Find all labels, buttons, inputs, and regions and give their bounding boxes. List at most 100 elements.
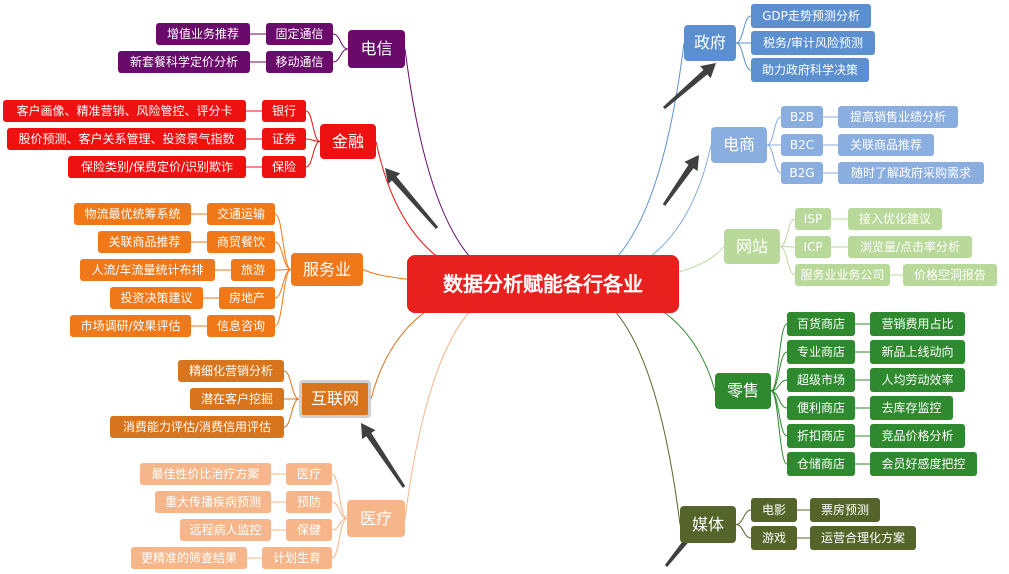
- telecom-link-1: [332, 48, 349, 63]
- medical-detail-prediction[interactable]: 重大传播疾病预测: [155, 491, 271, 513]
- retail-detail-inventory[interactable]: 去库存监控: [870, 396, 953, 420]
- ecom-detail-procurement[interactable]: 随时了解政府采购需求: [838, 162, 984, 184]
- medical-link-1: [331, 501, 348, 519]
- service-link-4: [274, 269, 292, 327]
- web-link-0: [779, 218, 796, 247]
- internet-detail-marketing[interactable]: 精细化营销分析: [178, 360, 284, 382]
- arrow-to-government: [663, 63, 716, 110]
- ecom-detail-sales[interactable]: 提高销售业绩分析: [838, 106, 958, 128]
- gov-detail-tax[interactable]: 税务/审计风险预测: [751, 31, 875, 55]
- retail-sub-discount[interactable]: 折扣商店: [787, 424, 855, 448]
- media-detail-operations[interactable]: 运营合理化方案: [810, 526, 916, 550]
- ecom-sub-b2g[interactable]: B2G: [781, 162, 823, 184]
- link-center-media: [562, 283, 681, 525]
- category-government[interactable]: 政府: [684, 25, 736, 61]
- media-link-0: [735, 509, 752, 525]
- ecom-detail-recommend[interactable]: 关联商品推荐: [838, 134, 934, 156]
- service-sub-realestate[interactable]: 房地产: [219, 287, 275, 309]
- finance-link-2: [305, 141, 321, 168]
- category-website[interactable]: 网站: [724, 229, 780, 264]
- retail-link-5: [770, 390, 788, 465]
- internet-detail-credit[interactable]: 消费能力评估/消费信用评估: [110, 416, 284, 438]
- service-detail-logistics[interactable]: 物流最优统筹系统: [74, 203, 191, 225]
- retail-sub-department[interactable]: 百货商店: [787, 312, 855, 336]
- media-sub-film[interactable]: 电影: [751, 498, 797, 522]
- finance-detail-bank[interactable]: 客户画像、精准营销、风险管控、评分卡: [3, 100, 246, 122]
- web-detail-access[interactable]: 接入优化建议: [848, 208, 942, 230]
- web-detail-traffic[interactable]: 浏览量/点击率分析: [848, 236, 972, 258]
- service-sub-tourism[interactable]: 旅游: [231, 259, 275, 281]
- service-sub-trade[interactable]: 商贸餐饮: [207, 231, 275, 253]
- category-finance[interactable]: 金融: [320, 124, 376, 159]
- category-telecom[interactable]: 电信: [348, 30, 405, 68]
- media-sub-game[interactable]: 游戏: [751, 526, 797, 550]
- category-media[interactable]: 媒体: [680, 506, 736, 543]
- medical-sub-prevention[interactable]: 预防: [286, 491, 332, 513]
- web-sub-isp[interactable]: ISP: [795, 208, 831, 230]
- web-sub-icp[interactable]: ICP: [795, 236, 831, 258]
- finance-sub-insurance[interactable]: 保险: [262, 156, 306, 178]
- service-detail-traffic[interactable]: 人流/车流量统计布排: [80, 259, 215, 281]
- service-link-0: [274, 213, 292, 270]
- medical-sub-familyplanning[interactable]: 计划生育: [262, 547, 332, 569]
- web-link-2: [779, 246, 796, 276]
- retail-sub-supermarket[interactable]: 超级市场: [787, 368, 855, 392]
- category-medical[interactable]: 医疗: [347, 500, 405, 537]
- medical-sub-healthcare[interactable]: 保健: [286, 519, 332, 541]
- retail-detail-efficiency[interactable]: 人均劳动效率: [870, 368, 965, 392]
- service-sub-consulting[interactable]: 信息咨询: [207, 315, 275, 337]
- telecom-link-0: [332, 33, 349, 50]
- retail-detail-new-products[interactable]: 新品上线动向: [870, 340, 965, 364]
- retail-link-2: [770, 379, 788, 392]
- medical-detail-monitoring[interactable]: 远程病人监控: [180, 519, 271, 541]
- retail-sub-warehouse[interactable]: 仓储商店: [787, 452, 855, 476]
- media-detail-boxoffice[interactable]: 票房预测: [810, 498, 880, 522]
- medical-detail-treatment[interactable]: 最佳性价比治疗方案: [140, 463, 271, 485]
- service-link-3: [274, 269, 292, 299]
- telecom-detail-value-added[interactable]: 增值业务推荐: [156, 23, 250, 45]
- retail-detail-competitor-price[interactable]: 竞品价格分析: [870, 424, 965, 448]
- link-center-telecom: [404, 48, 524, 285]
- medical-detail-screening[interactable]: 更精准的筛查结果: [131, 547, 247, 569]
- web-sub-service-company[interactable]: 服务业业务公司: [795, 264, 890, 286]
- telecom-detail-pricing[interactable]: 新套餐科学定价分析: [118, 51, 250, 73]
- gov-detail-gdp[interactable]: GDP走势预测分析: [751, 4, 871, 28]
- central-topic[interactable]: 数据分析赋能各行各业: [407, 255, 679, 313]
- medical-link-0: [331, 473, 348, 519]
- link-center-medical: [404, 283, 524, 519]
- retail-sub-convenience[interactable]: 便利商店: [787, 396, 855, 420]
- ecom-link-2: [766, 144, 782, 174]
- retail-detail-membership[interactable]: 会员好感度把控: [870, 452, 977, 476]
- retail-link-1: [770, 351, 788, 392]
- service-link-1: [274, 241, 292, 270]
- service-sub-transport[interactable]: 交通运输: [207, 203, 275, 225]
- service-detail-investment[interactable]: 投资决策建议: [110, 287, 203, 309]
- internet-link-2: [283, 398, 300, 428]
- internet-detail-prospects[interactable]: 潜在客户挖掘: [190, 388, 284, 410]
- gov-link-2: [735, 42, 752, 71]
- service-detail-recommend[interactable]: 关联商品推荐: [98, 231, 191, 253]
- ecom-sub-b2b[interactable]: B2B: [781, 106, 823, 128]
- telecom-sub-fixed[interactable]: 固定通信: [266, 23, 333, 45]
- finance-detail-insurance[interactable]: 保险类别/保费定价/识别欺诈: [68, 156, 246, 178]
- category-retail[interactable]: 零售: [715, 373, 771, 409]
- arrow-to-internet: [361, 423, 406, 488]
- finance-sub-bank[interactable]: 银行: [262, 100, 306, 122]
- ecom-sub-b2c[interactable]: B2C: [781, 134, 823, 156]
- gov-detail-decision[interactable]: 助力政府科学决策: [751, 58, 869, 82]
- retail-sub-specialty[interactable]: 专业商店: [787, 340, 855, 364]
- web-detail-price-report[interactable]: 价格空洞报告: [903, 264, 997, 286]
- internet-link-0: [283, 370, 300, 400]
- retail-detail-marketing-cost[interactable]: 营销费用占比: [870, 312, 965, 336]
- finance-detail-securities[interactable]: 股价预测、客户关系管理、投资景气指数: [7, 128, 246, 150]
- gov-link-0: [735, 15, 752, 44]
- medical-link-3: [331, 518, 348, 559]
- service-detail-research[interactable]: 市场调研/效果评估: [70, 315, 191, 337]
- finance-sub-securities[interactable]: 证券: [262, 128, 306, 150]
- category-internet[interactable]: 互联网: [299, 380, 371, 418]
- category-ecommerce[interactable]: 电商: [711, 127, 767, 163]
- telecom-sub-mobile[interactable]: 移动通信: [266, 51, 333, 73]
- category-service[interactable]: 服务业: [291, 253, 363, 286]
- medical-sub-treatment[interactable]: 医疗: [286, 463, 332, 485]
- arrow-to-finance: [385, 168, 439, 229]
